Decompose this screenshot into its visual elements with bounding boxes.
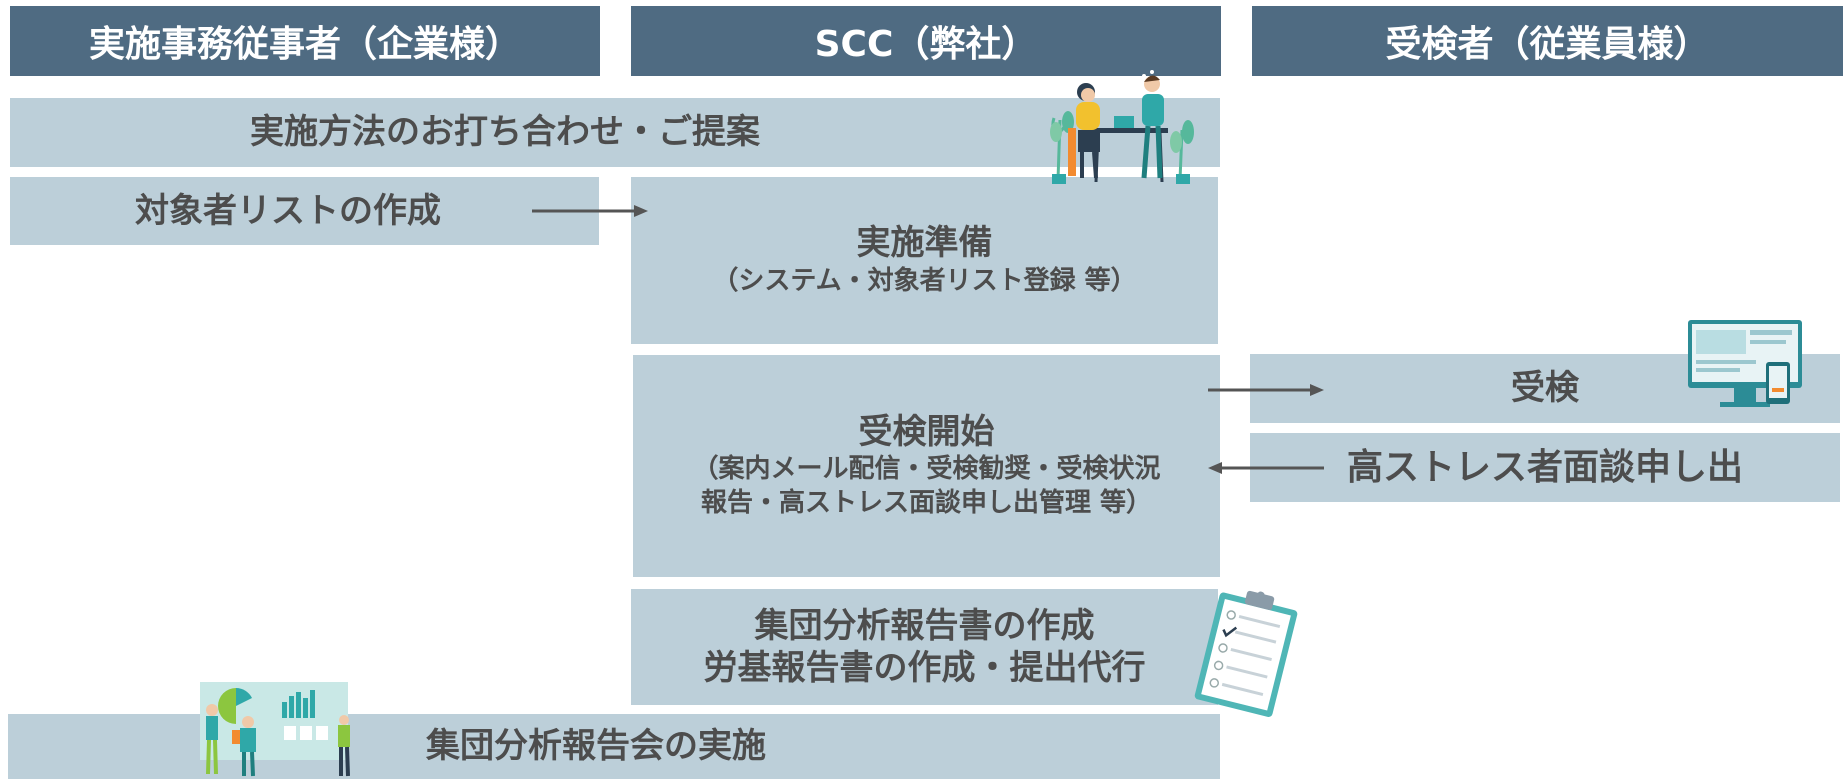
arrow-icon <box>532 205 648 217</box>
presentation-people-icon <box>200 682 350 777</box>
step-prep-sub: （システム・対象者リスト登録 等） <box>712 265 1137 296</box>
arrow-left-icon <box>1208 462 1324 474</box>
header-scc-label: SCC（弊社） <box>814 24 1038 65</box>
step-reports-line-1: 集団分析報告書の作成 <box>754 605 1095 646</box>
clipboard-checklist-icon <box>1194 590 1298 717</box>
step-exam-label: 受検 <box>1511 368 1579 409</box>
step-start: 受検開始 （案内メール配信・受検勧奨・受検状況 報告・高ストレス面談申し出管理 … <box>633 355 1220 577</box>
step-start-title: 受検開始 <box>858 411 995 452</box>
step-consult-label: 実施方法のお打ち合わせ・ご提案 <box>250 112 760 153</box>
step-target-list: 対象者リストの作成 <box>10 177 599 245</box>
header-client-label: 実施事務従事者（企業様） <box>88 24 521 65</box>
step-meeting: 集団分析報告会の実施 <box>8 714 1220 779</box>
step-start-sub-1: （案内メール配信・受検勧奨・受検状況 <box>692 454 1161 485</box>
header-client: 実施事務従事者（企業様） <box>10 6 600 76</box>
step-prep-title: 実施準備 <box>856 223 993 264</box>
arrow-icon <box>1208 384 1324 396</box>
step-reports-line-2: 労基報告書の作成・提出代行 <box>703 648 1146 688</box>
header-examinee-label: 受検者（従業員様） <box>1385 24 1710 65</box>
step-consult: 実施方法のお打ち合わせ・ご提案 <box>10 98 1220 167</box>
step-meeting-label: 集団分析報告会の実施 <box>426 726 766 767</box>
header-examinee: 受検者（従業員様） <box>1252 6 1843 76</box>
step-start-sub-2: 報告・高ストレス面談申し出管理 等） <box>700 488 1153 519</box>
meeting-people-icon <box>1050 70 1194 184</box>
step-prep: 実施準備 （システム・対象者リスト登録 等） <box>631 177 1218 344</box>
step-high-stress: 高ストレス者面談申し出 <box>1250 433 1840 502</box>
step-reports: 集団分析報告書の作成 労基報告書の作成・提出代行 <box>631 589 1218 705</box>
step-target-list-label: 対象者リストの作成 <box>135 190 441 231</box>
computer-monitor-icon <box>1688 320 1802 407</box>
header-scc: SCC（弊社） <box>631 6 1221 76</box>
step-high-stress-label: 高ストレス者面談申し出 <box>1346 447 1743 488</box>
